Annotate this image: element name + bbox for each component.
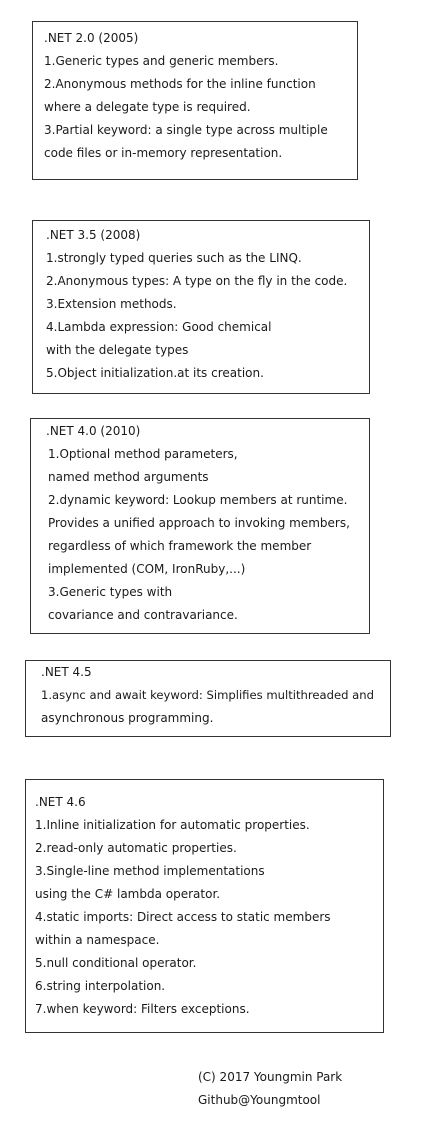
net40-line: regardless of which framework the member	[48, 539, 312, 553]
net35-box: .NET 3.5 (2008) 1.strongly typed queries…	[32, 220, 370, 394]
net40-box: .NET 4.0 (2010) 1.Optional method parame…	[30, 418, 370, 634]
net40-line: 1.Optional method parameters,	[48, 447, 238, 461]
net40-line: covariance and contravariance.	[48, 608, 238, 622]
net46-line: using the C# lambda operator.	[35, 887, 221, 901]
net20-line: where a delegate type is required.	[44, 100, 251, 114]
net35-line: 2.Anonymous types: A type on the fly in …	[46, 274, 348, 288]
net40-heading: .NET 4.0 (2010)	[46, 424, 141, 438]
net46-heading: .NET 4.6	[35, 795, 86, 809]
net46-line: 6.string interpolation.	[35, 979, 166, 993]
net40-line: named method arguments	[48, 470, 209, 484]
net46-line: 2.read-only automatic properties.	[35, 841, 237, 855]
net35-line: 4.Lambda expression: Good chemical	[46, 320, 272, 334]
net35-line: 5.Object initialization.at its creation.	[46, 366, 264, 380]
net20-line: 3.Partial keyword: a single type across …	[44, 123, 328, 137]
net46-line: 5.null conditional operator.	[35, 956, 197, 970]
copyright-text: (C) 2017 Youngmin Park	[198, 1070, 343, 1084]
net20-heading: .NET 2.0 (2005)	[44, 31, 139, 45]
net40-line: 3.Generic types with	[48, 585, 173, 599]
net46-line: 1.Inline initialization for automatic pr…	[35, 818, 310, 832]
net35-line: 3.Extension methods.	[46, 297, 177, 311]
net45-heading: .NET 4.5	[41, 665, 92, 679]
net35-line: 1.strongly typed queries such as the LIN…	[46, 251, 302, 265]
net45-line: 1.async and await keyword: Simplifies mu…	[41, 688, 374, 702]
net46-line: 3.Single-line method implementations	[35, 864, 265, 878]
net20-box: .NET 2.0 (2005) 1.Generic types and gene…	[32, 21, 358, 180]
net46-box: .NET 4.6 1.Inline initialization for aut…	[25, 779, 384, 1033]
github-handle: Github@Youngmtool	[198, 1093, 321, 1107]
net35-line: with the delegate types	[46, 343, 189, 357]
net20-line: 1.Generic types and generic members.	[44, 54, 279, 68]
net45-line: asynchronous programming.	[41, 711, 214, 725]
net40-line: implemented (COM, IronRuby,...)	[48, 562, 246, 576]
net46-line: 4.static imports: Direct access to stati…	[35, 910, 331, 924]
net46-line: within a namespace.	[35, 933, 160, 947]
net40-line: 2.dynamic keyword: Lookup members at run…	[48, 493, 348, 507]
net40-line: Provides a unified approach to invoking …	[48, 516, 350, 530]
net45-box: .NET 4.5 1.async and await keyword: Simp…	[25, 660, 391, 737]
net20-line: code files or in-memory representation.	[44, 146, 283, 160]
net46-line: 7.when keyword: Filters exceptions.	[35, 1002, 250, 1016]
net20-line: 2.Anonymous methods for the inline funct…	[44, 77, 316, 91]
net35-heading: .NET 3.5 (2008)	[46, 228, 141, 242]
